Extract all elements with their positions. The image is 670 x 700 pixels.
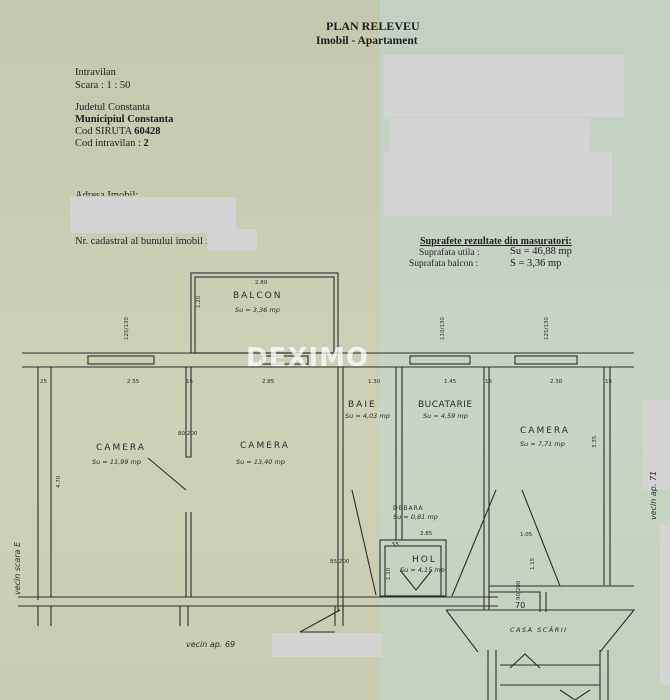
dim-25: 25	[40, 379, 47, 385]
dim-70: 70	[515, 601, 525, 610]
dimensions: 2.80 1.20 2.55 2.85 1.30 1.45 2.30 25 15…	[40, 280, 612, 610]
useful-area-label: Suprafata utila :	[419, 248, 480, 258]
dim-15-c: 15	[605, 379, 612, 385]
dim-door-85: 85/200	[330, 559, 350, 565]
dim-door-80: 80/200	[178, 431, 198, 437]
dim-balcon-width: 2.80	[255, 280, 268, 286]
intravilan-code-value: 2	[143, 138, 149, 149]
plan-title: PLAN RELEVEU	[326, 19, 420, 33]
dim-55: 55	[392, 542, 399, 548]
siruta-label: Cod SIRUTA	[75, 126, 132, 137]
neighbor-right: vecin ap. 71	[649, 471, 658, 520]
dim-105: 1.05	[520, 532, 533, 538]
dim-window-3: 125/130	[544, 317, 550, 340]
redacted-owner-2	[390, 118, 590, 154]
room-name-camera-2: CAMERA	[240, 441, 290, 451]
room-area-baie: Su = 4,03 mp	[345, 412, 390, 420]
room-area-camera-3: Su = 7,71 mp	[520, 440, 565, 448]
surfaces-title: Suprafete rezultate din masuratori:	[420, 236, 572, 247]
cadastral-label: Nr. cadastral al bunului imobil :	[75, 236, 209, 247]
neighbor-bottom: vecin ap. 69	[186, 640, 235, 649]
redacted-cadastral	[207, 229, 257, 251]
balcony-area-label: Suprafata balcon :	[409, 259, 479, 269]
dim-285-hall: 2.85	[420, 531, 433, 537]
room-name-camera-3: CAMERA	[520, 426, 570, 436]
redacted-neighbor	[272, 633, 382, 657]
address-label: Adresa Imobil:	[75, 190, 139, 201]
dim-door-90: 90/200	[516, 580, 522, 600]
dim-window-2: 110/130	[440, 317, 446, 340]
walls	[18, 272, 636, 700]
balcony-area-value: S = 3,36 mp	[510, 258, 562, 269]
dim-335: 3.35	[592, 435, 598, 448]
dim-470: 4.70	[56, 475, 62, 488]
dim-145: 1.45	[444, 379, 457, 385]
redacted-address	[70, 197, 236, 233]
redacted-owner	[384, 55, 624, 117]
neighbor-left: vecin scara E	[13, 541, 22, 595]
room-name-baie: BAIE	[348, 400, 377, 410]
room-name-debara: DEBARA	[393, 505, 424, 512]
room-name-bucatarie: BUCATARIE	[418, 400, 473, 410]
siruta-value: 60428	[134, 126, 161, 137]
room-area-hol: Su = 4,15 mp	[400, 566, 445, 574]
useful-area-value: Su = 46,88 mp	[510, 246, 572, 257]
dim-15-b: 15	[485, 379, 492, 385]
dim-285: 2.85	[262, 379, 275, 385]
room-name-hol: HOL	[412, 555, 437, 565]
scale-label: Scara : 1 : 50	[75, 80, 131, 91]
redacted-right	[643, 400, 670, 490]
intravilan-code-line: Cod intravilan : 2	[75, 138, 149, 151]
dim-110: 1.10	[386, 567, 392, 580]
room-area-balcon: Su = 3,36 mp	[235, 306, 280, 314]
room-name-balcon: BALCON	[233, 291, 282, 301]
room-name-casa-scarii: CASA SCĂRII	[510, 625, 568, 634]
redacted-owner-3	[384, 152, 612, 216]
room-area-camera-1: Su = 11,99 mp	[92, 458, 141, 466]
dim-255: 2.55	[127, 379, 140, 385]
left-sheet	[0, 0, 380, 700]
siruta-line: Cod SIRUTA 60428	[75, 126, 161, 139]
plan-subtitle: Imobil - Apartament	[316, 35, 418, 47]
dim-balcon-height: 1.20	[196, 295, 202, 308]
county-label: Judetul Constanta	[75, 102, 150, 113]
room-area-camera-2: Su = 13,40 mp	[236, 458, 285, 466]
intravilan-code-label: Cod intravilan :	[75, 138, 141, 149]
dim-15-a: 15	[186, 379, 193, 385]
room-area-bucatarie: Su = 4,59 mp	[423, 412, 468, 420]
redacted-right-2	[660, 525, 670, 685]
dim-115: 1.15	[530, 557, 536, 570]
dim-window-1: 125/130	[124, 317, 130, 340]
room-name-camera-1: CAMERA	[96, 443, 146, 453]
intravilan-label: Intravilan	[75, 67, 116, 78]
dim-230: 2.30	[550, 379, 563, 385]
watermark-logo: DEXIMO	[246, 343, 369, 373]
municipality-label: Municipiul Constanta	[75, 114, 174, 125]
dim-130: 1.30	[368, 379, 381, 385]
room-area-debara: Su = 0,81 mp	[393, 513, 438, 521]
